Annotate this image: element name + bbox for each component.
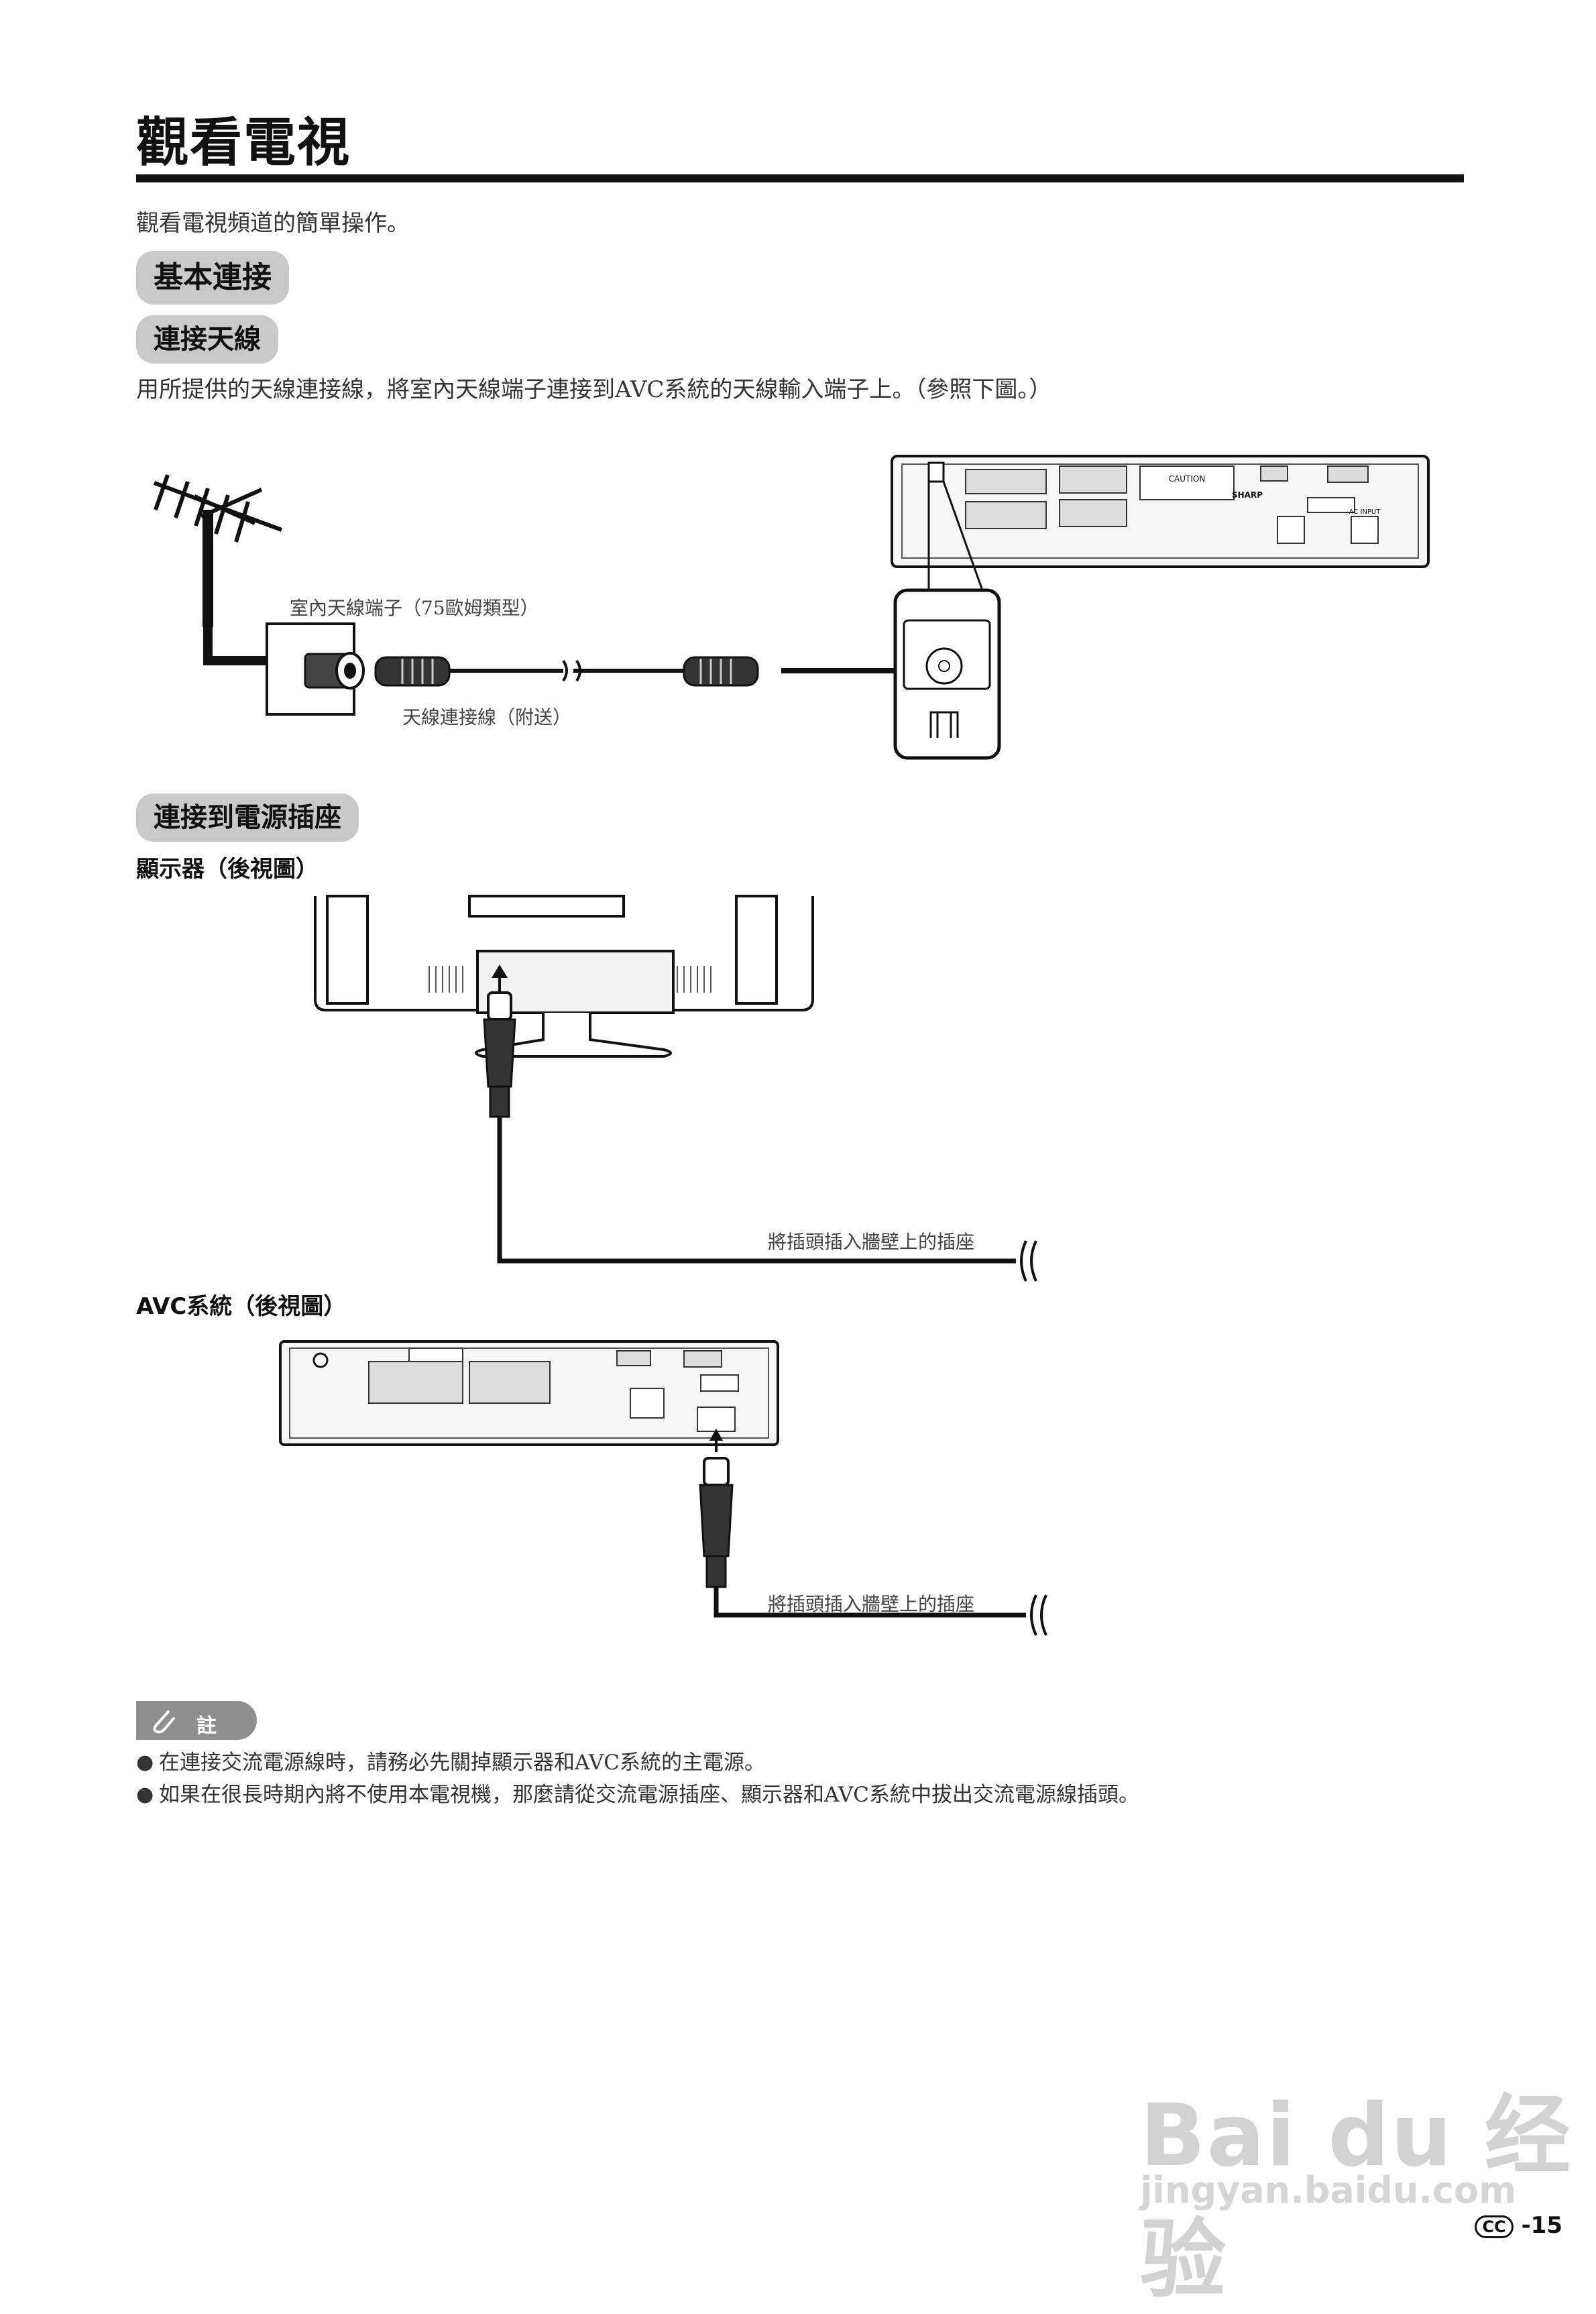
coax-plug-icon [683,656,759,687]
note-list: ●在連接交流電源線時，請務必先關掉顯示器和AVC系統的主電源。 ●如果在很長時期… [136,1747,1139,1811]
panel-ac-input-text: AC INPUT [1349,508,1381,516]
antenna-icon [153,474,283,665]
intro-text: 觀看電視頻道的簡單操作。 [136,210,410,237]
wall-outlet-label-1: 將插頭插入牆壁上的插座 [768,1231,975,1253]
cable-label: 天線連接線（附送） [402,706,572,728]
ac-plug-icon [483,991,516,1118]
note-label-pill: 註 [136,1701,257,1740]
wall-outlet-label-2: 將插頭插入牆壁上的插座 [768,1593,975,1615]
paperclip-icon [148,1706,178,1741]
page-title: 觀看電視 [136,113,351,173]
ac-plug-icon [699,1457,734,1588]
antenna-diagram: CAUTION SHARP AC INPUT [153,455,1430,760]
terminal-label: 室內天線端子（75歐姆類型） [290,597,539,619]
display-rear-label: 顯示器（後視圖） [136,856,319,883]
section-basic-connection: 基本連接 [136,251,289,305]
display-rear-panel [314,895,1037,1282]
note-label: 註 [196,1714,217,1738]
panel-brand-text: SHARP [1232,490,1263,500]
page-number: CC -15 [1475,2212,1562,2239]
note-item: ●如果在很長時期內將不使用本電視機，那麼請從交流電源插座、顯示器和AVC系統中拔… [136,1783,1139,1807]
title-rule [136,174,1464,182]
coax-plug-icon [374,656,451,687]
note-item: ●在連接交流電源線時，請務必先關掉顯示器和AVC系統的主電源。 [136,1751,765,1775]
avc-rear-panel: CAUTION SHARP AC INPUT [891,455,1430,568]
panel-caution-text: CAUTION [1169,474,1206,484]
watermark-url: jingyan.baidu.com [1140,2169,1517,2211]
language-badge: CC [1475,2215,1514,2238]
wall-terminal-icon [266,622,365,716]
avc-rear-panel [279,1340,779,1446]
avc-rear-diagram [279,1340,1047,1636]
heading-antenna: 連接天線 [136,315,278,364]
heading-power: 連接到電源插座 [136,793,359,842]
avc-rear-label: AVC系統（後視圖） [136,1293,347,1320]
antenna-instructions: 用所提供的天線連接線，將室內天線端子連接到AVC系統的天線輸入端子上。（參照下圖… [136,376,1052,403]
